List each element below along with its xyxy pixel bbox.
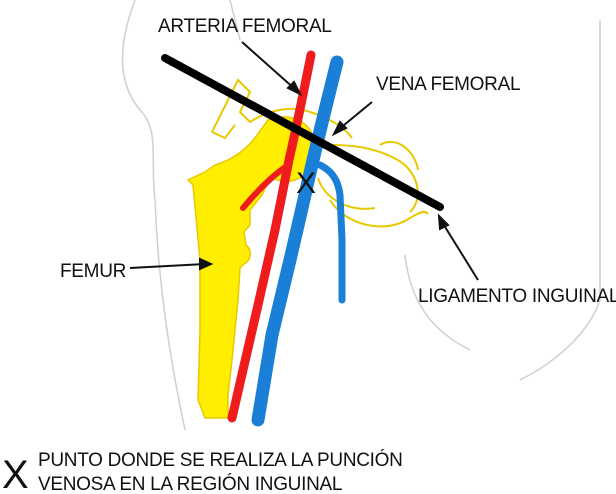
- body-outline: [121, 0, 601, 431]
- legend: X PUNTO DONDE SE REALIZA LA PUNCIÓN VENO…: [2, 449, 403, 494]
- leader-lines: [129, 41, 479, 281]
- femur-bone: [186, 116, 317, 419]
- puncture-point-mark: X: [296, 167, 316, 200]
- label-arteria-femoral: ARTERIA FEMORAL: [158, 16, 332, 37]
- legend-symbol: X: [2, 453, 29, 494]
- label-vena-femoral: VENA FEMORAL: [376, 74, 520, 95]
- inguinal-ligament: [161, 54, 444, 211]
- femoral-vein: [251, 55, 346, 427]
- label-femur: FEMUR: [60, 261, 126, 282]
- legend-line-2: VENOSA EN LA REGIÓN INGUINAL: [38, 473, 342, 494]
- label-ligamento-inguinal: LIGAMENTO INGUINAL: [418, 286, 616, 307]
- legend-line-1: PUNTO DONDE SE REALIZA LA PUNCIÓN: [38, 449, 403, 471]
